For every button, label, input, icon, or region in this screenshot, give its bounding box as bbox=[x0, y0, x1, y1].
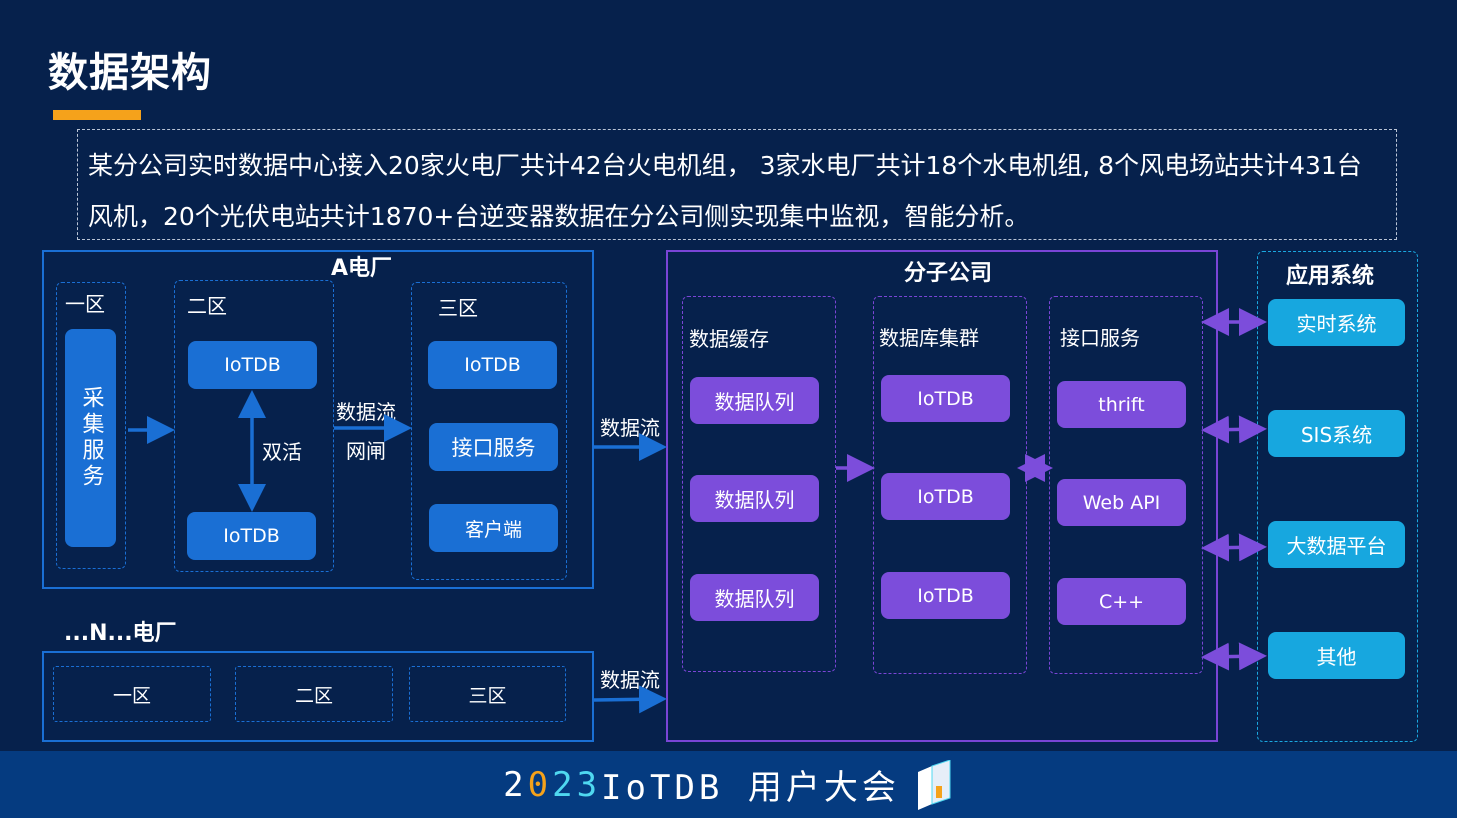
plant-n-zone2: 二区 bbox=[235, 666, 393, 722]
branch-title: 分子公司 bbox=[904, 261, 993, 286]
queue-node[interactable]: 数据队列 bbox=[690, 377, 819, 424]
app-realtime[interactable]: 实时系统 bbox=[1268, 299, 1405, 346]
app-sis[interactable]: SIS系统 bbox=[1268, 410, 1405, 457]
plant-a-frame bbox=[42, 250, 594, 589]
plant-n-frame bbox=[42, 651, 594, 742]
active-active-label: 双活 bbox=[262, 440, 302, 464]
gate-label: 网闸 bbox=[346, 439, 386, 463]
cache-frame bbox=[682, 296, 836, 672]
app-bigdata[interactable]: 大数据平台 bbox=[1268, 521, 1405, 568]
cluster-title: 数据库集群 bbox=[879, 326, 979, 350]
iotdb-node[interactable]: IoTDB bbox=[187, 512, 316, 560]
branch-frame bbox=[666, 250, 1218, 742]
title-underline bbox=[53, 110, 141, 120]
service-title: 接口服务 bbox=[1060, 326, 1140, 350]
plant-a-title: A电厂 bbox=[331, 256, 393, 281]
webapi-node[interactable]: Web API bbox=[1057, 479, 1186, 526]
zone2-label: 二区 bbox=[187, 294, 227, 318]
zone3-label: 三区 bbox=[438, 296, 478, 320]
iotdb-node[interactable]: IoTDB bbox=[428, 341, 557, 389]
iotdb-node[interactable]: IoTDB bbox=[188, 341, 317, 389]
footer-conference: IoTDB 用户大会 bbox=[601, 768, 900, 808]
iotdb-node[interactable]: IoTDB bbox=[881, 473, 1010, 520]
plant-n-zone3: 三区 bbox=[409, 666, 566, 722]
footer-year-2: 0 bbox=[527, 764, 553, 805]
page-title: 数据架构 bbox=[48, 50, 212, 96]
plant-n-title: ...N...电厂 bbox=[64, 621, 177, 646]
plant-n-zone1: 一区 bbox=[53, 666, 211, 722]
arrow bbox=[593, 685, 667, 714]
apps-title: 应用系统 bbox=[1286, 264, 1375, 289]
footer-year-3: 23 bbox=[552, 764, 602, 805]
app-other[interactable]: 其他 bbox=[1268, 632, 1405, 679]
thrift-node[interactable]: thrift bbox=[1057, 381, 1186, 428]
collect-service[interactable]: 采集服务 bbox=[65, 329, 116, 547]
footer-year-1: 2 bbox=[503, 764, 528, 805]
apps-frame bbox=[1257, 251, 1418, 742]
iotdb-node[interactable]: IoTDB bbox=[881, 375, 1010, 422]
queue-node[interactable]: 数据队列 bbox=[690, 475, 819, 522]
queue-node[interactable]: 数据队列 bbox=[690, 574, 819, 621]
description: 某分公司实时数据中心接入20家火电厂共计42台火电机组， 3家水电厂共计18个水… bbox=[77, 129, 1397, 240]
client[interactable]: 客户端 bbox=[429, 504, 558, 552]
zone1-label: 一区 bbox=[65, 292, 105, 316]
cache-title: 数据缓存 bbox=[689, 327, 769, 351]
cluster-frame bbox=[873, 296, 1027, 674]
iot-logo-icon bbox=[917, 759, 951, 810]
zone1-frame bbox=[56, 282, 126, 569]
cpp-node[interactable]: C++ bbox=[1057, 578, 1186, 625]
service-frame bbox=[1049, 296, 1203, 674]
iotdb-node[interactable]: IoTDB bbox=[881, 572, 1010, 619]
api-service[interactable]: 接口服务 bbox=[429, 423, 558, 471]
